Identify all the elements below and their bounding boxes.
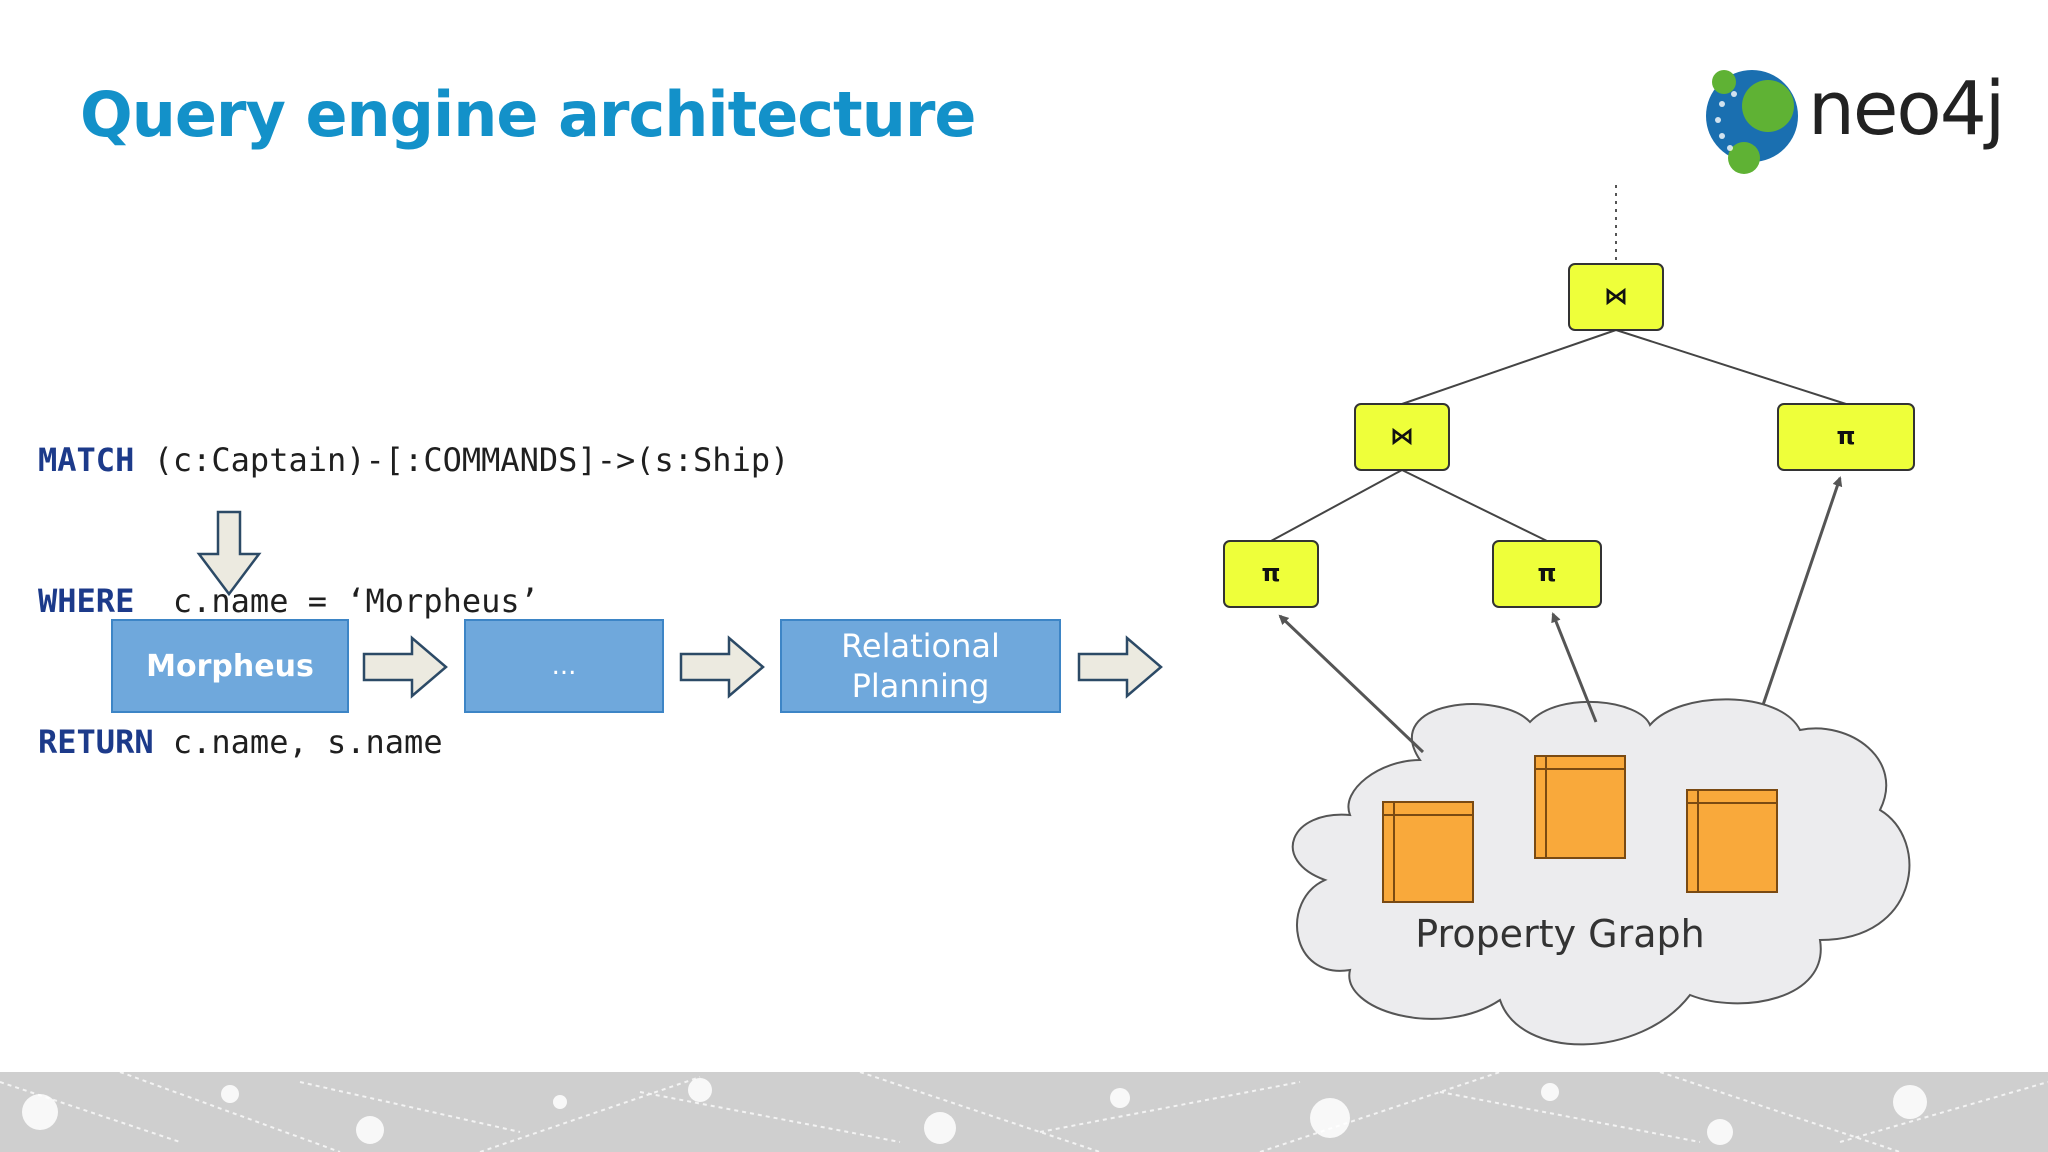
- stage-morpheus: Morpheus: [111, 619, 349, 713]
- operator-left-join: [1354, 403, 1450, 471]
- right-arrow-icon-2: [679, 635, 765, 699]
- query-text-match: (c:Captain)-[:COMMANDS]->(s:Ship): [134, 441, 790, 479]
- query-text-return: c.name, s.name: [153, 723, 443, 761]
- slide-title: Query engine architecture: [80, 78, 976, 151]
- keyword-match: MATCH: [38, 441, 135, 479]
- table-icon-3: [1686, 789, 1778, 893]
- property-graph-label: Property Graph: [1415, 912, 1705, 956]
- stage-relational-line1: Relational: [841, 627, 1000, 665]
- query-text-where: c.name = ‘Morpheus’: [134, 582, 539, 620]
- stage-ellipsis: ...: [464, 619, 664, 713]
- keyword-return: RETURN: [38, 723, 154, 761]
- query-line-return: RETURN c.name, s.name: [38, 719, 789, 766]
- footer-network-pattern: [0, 1072, 2048, 1152]
- table-icon-1: [1382, 801, 1474, 903]
- down-arrow-icon: [196, 510, 262, 597]
- tree-edges: [1270, 329, 1847, 542]
- keyword-where: WHERE: [38, 582, 135, 620]
- query-line-match: MATCH (c:Captain)-[:COMMANDS]->(s:Ship): [38, 437, 789, 484]
- table-icon-2: [1534, 755, 1626, 859]
- neo4j-logo-icon: [1706, 70, 1798, 174]
- stage-relational-planning: Relational Planning: [780, 619, 1061, 713]
- property-graph-cloud: [1291, 698, 1911, 1046]
- operator-right-project: [1777, 403, 1915, 471]
- cypher-query: MATCH (c:Captain)-[:COMMANDS]->(s:Ship) …: [38, 343, 789, 860]
- query-line-where: WHERE c.name = ‘Morpheus’: [38, 578, 789, 625]
- neo4j-wordmark: neo4j: [1808, 66, 2005, 152]
- right-arrow-icon-3: [1077, 635, 1163, 699]
- operator-left-left-project: [1223, 540, 1319, 608]
- stage-relational-line2: Planning: [851, 667, 990, 705]
- operator-left-right-project: [1492, 540, 1602, 608]
- right-arrow-icon-1: [362, 635, 448, 699]
- scan-arrows: [1278, 476, 1843, 754]
- operator-root-join: [1568, 263, 1664, 331]
